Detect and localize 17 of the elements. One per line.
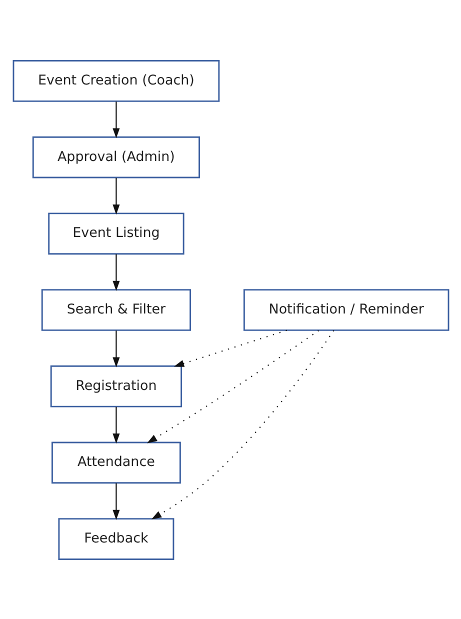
arrow — [112, 101, 120, 138]
arrow — [112, 254, 120, 290]
arrow — [112, 330, 120, 367]
node-box: Registration — [50, 364, 182, 407]
arrow — [146, 330, 318, 443]
node-box: Search & Filter — [40, 288, 191, 330]
arrow — [173, 329, 286, 366]
arrow — [112, 482, 120, 520]
arrow — [112, 177, 120, 214]
node-box: Feedback — [58, 518, 174, 560]
node-box: Event Listing — [48, 212, 184, 254]
arrow — [150, 330, 334, 519]
arrow — [112, 406, 120, 444]
node-box: Approval (Admin) — [32, 136, 200, 178]
node-box: Attendance — [51, 441, 180, 484]
node-box: Notification / Reminder — [242, 288, 449, 330]
node-box: Event Creation (Coach) — [12, 60, 220, 102]
